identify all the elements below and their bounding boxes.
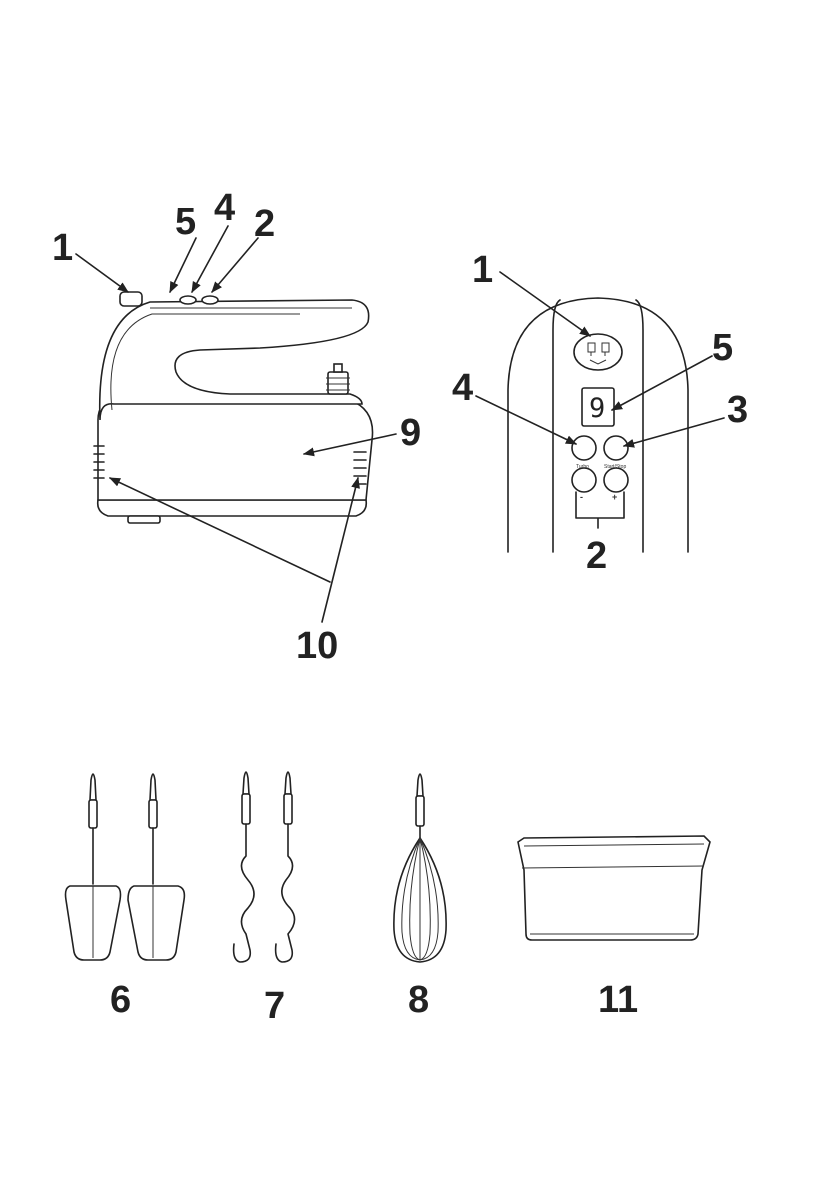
- mixer-control-panel-view: 9 Turbo Start/Stop - + 1 5 4 3 2: [452, 249, 748, 577]
- mixer-foot: [128, 516, 160, 523]
- panel-inner-left: [553, 300, 560, 552]
- beaters-label: 6: [110, 979, 131, 1021]
- beater-left: [66, 774, 121, 960]
- panel-inner-right: [636, 300, 643, 552]
- speed-display-value: 9: [589, 393, 605, 424]
- mixer-side-view: 1 5 4 2 9 10: [52, 187, 421, 667]
- beater-right: [128, 774, 184, 960]
- eject-icon: [574, 334, 622, 370]
- plus-button: [604, 468, 628, 492]
- dough-hooks-label: 7: [264, 985, 285, 1027]
- plus-button-label: +: [612, 492, 617, 502]
- speed-button-a: [180, 296, 196, 304]
- beaters: 6: [66, 774, 185, 1021]
- callout-3-panel: 3: [727, 389, 748, 431]
- beater-socket: [326, 364, 350, 394]
- speed-button-b: [202, 296, 218, 304]
- callout-10-side: 10: [296, 625, 338, 667]
- whisk: 8: [394, 774, 446, 1021]
- minus-button: [572, 468, 596, 492]
- mixer-housing: [98, 400, 373, 500]
- callout-1-side: 1: [52, 227, 73, 269]
- callout-4-panel: 4: [452, 367, 473, 409]
- storage-box-label: 11: [598, 979, 638, 1021]
- storage-box: 11: [518, 836, 710, 1021]
- dough-hooks: 7: [234, 772, 295, 1027]
- callout-1-panel: 1: [472, 249, 493, 291]
- start-stop-button: [604, 436, 628, 460]
- minus-button-label: -: [580, 492, 583, 502]
- mixer-handle: [100, 300, 369, 420]
- callout-2-panel: 2: [586, 535, 607, 577]
- dough-hook-left: [234, 772, 254, 962]
- callout-9-side: 9: [400, 412, 421, 454]
- turbo-button: [572, 436, 596, 460]
- mixer-base-plate: [98, 500, 367, 516]
- whisk-label: 8: [408, 979, 429, 1021]
- eject-button: [120, 292, 142, 306]
- callout-4-side: 4: [214, 187, 235, 229]
- dough-hook-right: [276, 772, 295, 962]
- callout-5-side: 5: [175, 201, 196, 243]
- callout-5-panel: 5: [712, 327, 733, 369]
